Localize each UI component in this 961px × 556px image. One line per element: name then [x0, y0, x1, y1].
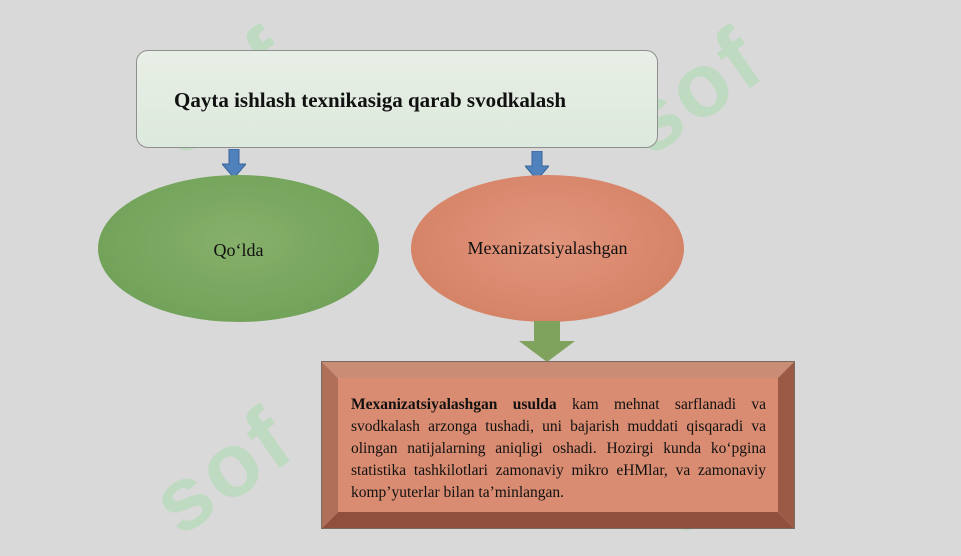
- diagram-title: Qayta ishlash texnikasiga qarab svodkala…: [174, 88, 567, 112]
- arrow-down-icon: [525, 151, 549, 181]
- title-box: [136, 50, 658, 148]
- arrow-down-icon: [222, 149, 246, 179]
- node-manual-label: Qo‘lda: [213, 240, 264, 260]
- arrow-down-icon: [519, 321, 575, 362]
- node-manual: Qo‘lda: [98, 175, 379, 322]
- watermark: sof: [134, 387, 313, 555]
- node-mechanized-label: Mexanizatsiyalashgan: [467, 238, 628, 258]
- description-text: Mexanizatsiyalashgan usulda kam mehnat s…: [351, 394, 766, 504]
- node-mechanized: Mexanizatsiyalashgan: [411, 175, 684, 322]
- description-frame: [321, 361, 795, 529]
- description-bold: Mexanizatsiyalashgan usulda: [351, 396, 557, 413]
- description-body: kam mehnat sarflanadi va svodkalash arzo…: [351, 396, 766, 501]
